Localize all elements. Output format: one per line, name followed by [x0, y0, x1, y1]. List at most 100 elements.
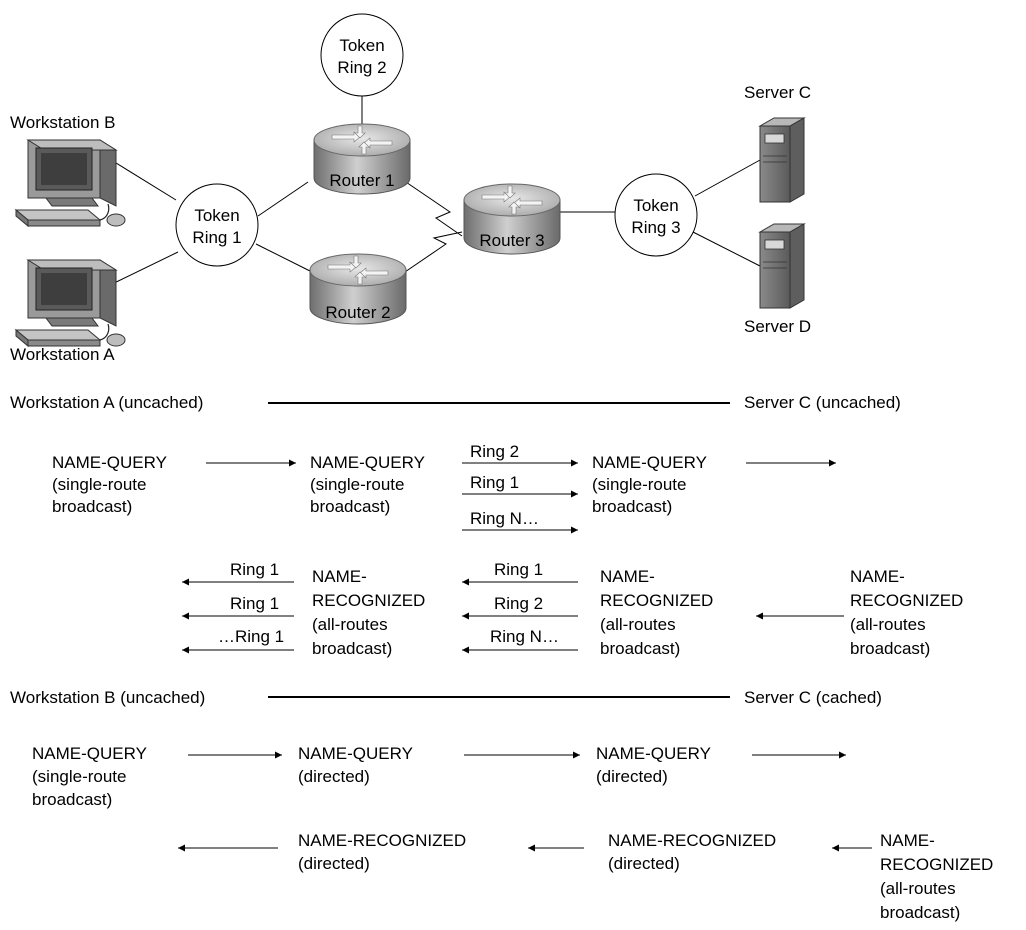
link-ring1-router1: [257, 181, 309, 217]
svg-text:broadcast): broadcast): [312, 639, 392, 658]
workstation-a: Workstation A: [10, 259, 126, 364]
scenario-b: Workstation B (uncached) Server C (cache…: [10, 688, 993, 922]
svg-text:broadcast): broadcast): [310, 497, 390, 516]
router-2: Router 2: [309, 253, 407, 325]
workstation-a-label: Workstation A: [10, 345, 115, 364]
svg-text:(all-routes: (all-routes: [312, 615, 388, 634]
svg-text:NAME-: NAME-: [600, 567, 655, 586]
server-d-icon: [759, 223, 805, 309]
workstation-b: Workstation B: [10, 113, 126, 227]
svg-text:(single-route: (single-route: [310, 475, 405, 494]
fwd-ring-label-1: Ring 2: [470, 442, 519, 461]
ring3-label-line2: Ring 3: [631, 218, 680, 237]
svg-text:…Ring 1: …Ring 1: [218, 627, 284, 646]
fwd-ring-label-3: Ring N…: [470, 509, 539, 528]
scenario-a-query-3: NAME-QUERY (single-route broadcast): [592, 453, 707, 516]
router2-label: Router 2: [325, 303, 390, 322]
svg-text:(directed): (directed): [298, 767, 370, 786]
server-c: Server C: [744, 83, 811, 203]
wan-link-router1-router3: [399, 177, 463, 237]
svg-text:(all-routes: (all-routes: [880, 879, 956, 898]
svg-text:Ring 1: Ring 1: [230, 594, 279, 613]
scenario-a-query-2: NAME-QUERY (single-route broadcast): [310, 453, 425, 516]
link-ring3-serverd: [692, 231, 761, 267]
svg-text:broadcast): broadcast): [32, 790, 112, 809]
svg-text:NAME-QUERY: NAME-QUERY: [310, 453, 425, 472]
svg-text:(all-routes: (all-routes: [600, 615, 676, 634]
server-d-label: Server D: [744, 317, 811, 336]
svg-text:RECOGNIZED: RECOGNIZED: [850, 591, 963, 610]
router-1: Router 1: [313, 123, 411, 195]
scenario-a-recognized-2: NAME- RECOGNIZED (all-routes broadcast): [600, 567, 713, 658]
token-ring-2: Token Ring 2: [320, 13, 404, 97]
svg-text:NAME-: NAME-: [880, 831, 935, 850]
scenario-a-recognized-3: NAME- RECOGNIZED (all-routes broadcast): [850, 567, 963, 658]
wan-link-router2-router3: [401, 231, 463, 275]
link-wsa-ring1: [107, 251, 179, 287]
ring2-label-line1: Token: [339, 36, 384, 55]
svg-text:(single-route: (single-route: [52, 475, 147, 494]
scenario-a-recognized-1: NAME- RECOGNIZED (all-routes broadcast): [312, 567, 425, 658]
scenario-a-query-1: NAME-QUERY (single-route broadcast): [52, 453, 167, 516]
scenario-a-left-label: Workstation A (uncached): [10, 393, 203, 412]
link-ring1-router2: [255, 243, 313, 273]
svg-text:NAME-QUERY: NAME-QUERY: [298, 744, 413, 763]
svg-text:broadcast): broadcast): [592, 497, 672, 516]
svg-text:(directed): (directed): [596, 767, 668, 786]
svg-text:(single-route: (single-route: [32, 767, 127, 786]
svg-text:broadcast): broadcast): [850, 639, 930, 658]
scenario-b-query-3: NAME-QUERY (directed): [596, 744, 711, 786]
ring2-label-line2: Ring 2: [337, 58, 386, 77]
svg-text:Ring 1: Ring 1: [230, 560, 279, 579]
router1-label: Router 1: [329, 171, 394, 190]
scenario-a-right-label: Server C (uncached): [744, 393, 901, 412]
server-c-label: Server C: [744, 83, 811, 102]
svg-text:(all-routes: (all-routes: [850, 615, 926, 634]
fwd-ring-label-2: Ring 1: [470, 473, 519, 492]
topology-links: [107, 95, 761, 287]
router-3: Router 3: [463, 183, 561, 255]
svg-text:NAME-RECOGNIZED: NAME-RECOGNIZED: [298, 831, 466, 850]
token-ring-3: Token Ring 3: [614, 173, 698, 257]
server-d: Server D: [744, 223, 811, 336]
scenario-b-recognized-1: NAME-RECOGNIZED (directed): [298, 831, 466, 873]
scenario-b-query-1: NAME-QUERY (single-route broadcast): [32, 744, 147, 809]
scenario-b-query-2: NAME-QUERY (directed): [298, 744, 413, 786]
svg-text:broadcast): broadcast): [52, 497, 132, 516]
scenario-a-recognized-mid-rings: Ring 1 Ring 2 Ring N…: [462, 560, 578, 654]
svg-text:NAME-QUERY: NAME-QUERY: [596, 744, 711, 763]
svg-text:Ring 1: Ring 1: [494, 560, 543, 579]
scenario-b-left-label: Workstation B (uncached): [10, 688, 205, 707]
svg-text:NAME-: NAME-: [312, 567, 367, 586]
scenario-a-forward-rings: Ring 2 Ring 1 Ring N…: [462, 442, 578, 534]
svg-text:Ring N…: Ring N…: [490, 627, 559, 646]
svg-text:broadcast): broadcast): [600, 639, 680, 658]
ring1-label-line2: Ring 1: [192, 228, 241, 247]
server-c-icon: [759, 117, 805, 203]
svg-text:RECOGNIZED: RECOGNIZED: [880, 855, 993, 874]
svg-text:broadcast): broadcast): [880, 903, 960, 922]
svg-text:RECOGNIZED: RECOGNIZED: [600, 591, 713, 610]
scenario-a: Workstation A (uncached) Server C (uncac…: [10, 393, 963, 658]
workstation-a-pc-icon: [15, 259, 126, 347]
scenario-b-recognized-3: NAME- RECOGNIZED (all-routes broadcast): [880, 831, 993, 922]
token-ring-1: Token Ring 1: [175, 183, 259, 267]
scenario-b-right-label: Server C (cached): [744, 688, 882, 707]
svg-text:(single-route: (single-route: [592, 475, 687, 494]
ring1-label-line1: Token: [194, 206, 239, 225]
ring3-label-line1: Token: [633, 196, 678, 215]
svg-text:Ring 2: Ring 2: [494, 594, 543, 613]
svg-text:(directed): (directed): [298, 854, 370, 873]
svg-text:NAME-QUERY: NAME-QUERY: [32, 744, 147, 763]
scenario-b-recognized-2: NAME-RECOGNIZED (directed): [608, 831, 776, 873]
svg-text:NAME-: NAME-: [850, 567, 905, 586]
link-wsb-ring1: [107, 157, 177, 201]
svg-text:(directed): (directed): [608, 854, 680, 873]
scenario-a-recognized-left-rings: Ring 1 Ring 1 …Ring 1: [182, 560, 294, 654]
svg-text:NAME-QUERY: NAME-QUERY: [52, 453, 167, 472]
link-ring3-serverc: [694, 159, 761, 197]
workstation-b-label: Workstation B: [10, 113, 116, 132]
svg-text:RECOGNIZED: RECOGNIZED: [312, 591, 425, 610]
